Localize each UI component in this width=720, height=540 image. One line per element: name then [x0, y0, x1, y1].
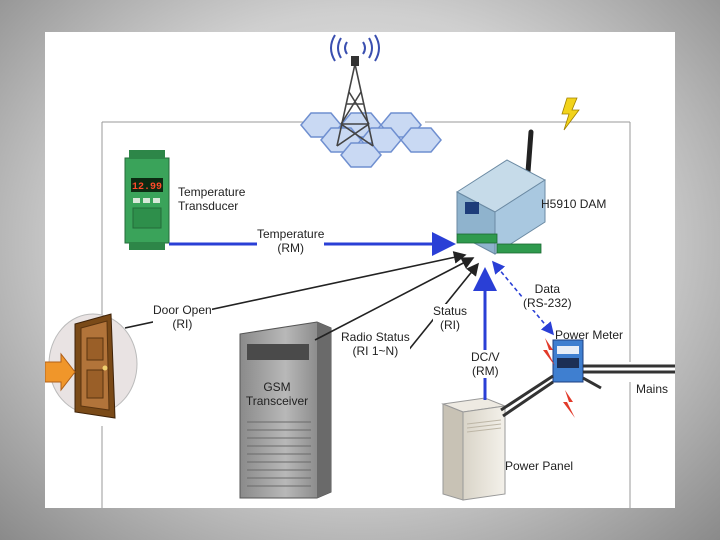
lightning-icon — [561, 97, 580, 131]
radio-status-label: Radio Status (RI 1~N) — [341, 330, 410, 358]
power-meter-device — [543, 338, 584, 418]
radio-status-arrow — [314, 257, 475, 341]
network-diagram: 12.99 — [45, 34, 675, 508]
power-panel-label: Power Panel — [505, 459, 574, 473]
mains-cable — [500, 364, 675, 418]
radio-tower-icon — [300, 34, 442, 168]
data-rs232-label: Data (RS-232) — [523, 282, 572, 310]
dcv-label: DC/V (RM) — [471, 350, 500, 378]
transducer-display: 12.99 — [132, 182, 162, 193]
frame-lines — [101, 121, 631, 508]
status-label: Status (RI) — [433, 304, 468, 332]
rs232-arrow — [491, 260, 555, 336]
power-meter-label: Power Meter — [555, 328, 624, 342]
door-icon — [45, 313, 138, 419]
gsm-transceiver-label: GSM Transceiver — [245, 380, 309, 408]
temperature-link-label: Temperature (RM) — [257, 227, 325, 255]
temperature-transducer-device: 12.99 — [124, 150, 170, 250]
mains-label: Mains — [636, 382, 669, 396]
dam-label: H5910 DAM — [541, 197, 607, 211]
slide: 12.99 — [45, 32, 675, 508]
h5910-dam-device — [456, 129, 546, 255]
door-open-label: Door Open (RI) — [153, 303, 212, 331]
power-panel-device — [441, 397, 507, 501]
temperature-transducer-label: Temperature Transducer — [178, 185, 246, 213]
gsm-transceiver-device — [239, 321, 332, 499]
